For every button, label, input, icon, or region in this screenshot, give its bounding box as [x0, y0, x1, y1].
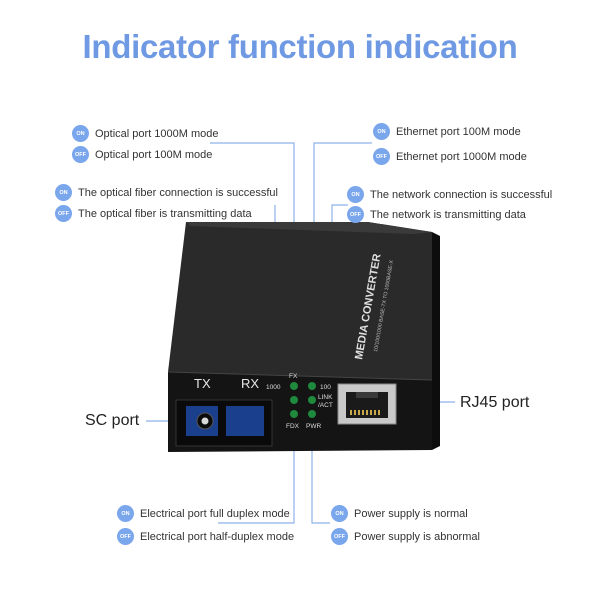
- off-badge-icon: OFF: [373, 148, 390, 165]
- on-badge-icon: ON: [72, 125, 89, 142]
- line-fdx: [218, 418, 295, 524]
- led-label-100: 100: [320, 384, 331, 391]
- rj45-port-label: RJ45 port: [460, 394, 530, 411]
- note-text: The optical fiber is transmitting data: [78, 207, 252, 220]
- note-text: The network is transmitting data: [370, 208, 526, 221]
- sc-port-label: SC port: [85, 412, 140, 429]
- note-speed-on: ON Ethernet port 100M mode: [373, 123, 521, 140]
- note-text: Power supply is abnormal: [354, 530, 480, 543]
- led-label-fdx: FDX: [286, 423, 300, 430]
- rx-label: RX: [241, 376, 259, 391]
- led-label-act: /ACT: [318, 402, 333, 409]
- note-fdx-on: ON Electrical port full duplex mode: [117, 505, 290, 522]
- note-fiber-on: ON The optical fiber connection is succe…: [55, 184, 278, 201]
- device-side: [432, 232, 440, 450]
- page-title: Indicator function indication: [82, 28, 518, 65]
- off-badge-icon: OFF: [55, 205, 72, 222]
- note-link-on: ON The network connection is successful: [347, 186, 552, 203]
- off-badge-icon: OFF: [347, 206, 364, 223]
- off-badge-icon: OFF: [331, 528, 348, 545]
- note-fiber-off: OFF The optical fiber is transmitting da…: [55, 205, 252, 222]
- led-fiber: [290, 396, 298, 404]
- on-badge-icon: ON: [117, 505, 134, 522]
- note-fx-off: OFF Optical port 100M mode: [72, 146, 212, 163]
- led-label-link: LINK: [318, 394, 333, 401]
- note-pwr-off: OFF Power supply is abnormal: [331, 528, 480, 545]
- note-fdx-off: OFF Electrical port half-duplex mode: [117, 528, 294, 545]
- note-text: The optical fiber connection is successf…: [78, 186, 278, 199]
- led-group: [290, 382, 316, 418]
- note-text: Optical port 100M mode: [95, 148, 213, 161]
- on-badge-icon: ON: [347, 186, 364, 203]
- led-label-pwr: PWR: [306, 423, 321, 430]
- note-text: Optical port 1000M mode: [95, 127, 219, 140]
- off-badge-icon: OFF: [117, 528, 134, 545]
- note-text: Electrical port full duplex mode: [140, 507, 290, 520]
- led-label-1000: 1000: [266, 384, 281, 391]
- off-badge-icon: OFF: [72, 146, 89, 163]
- device-top: [168, 222, 432, 380]
- on-badge-icon: ON: [373, 123, 390, 140]
- note-text: The network connection is successful: [370, 188, 553, 201]
- led-100: [308, 382, 316, 390]
- on-badge-icon: ON: [55, 184, 72, 201]
- note-fx-on: ON Optical port 1000M mode: [72, 125, 219, 142]
- note-speed-off: OFF Ethernet port 1000M mode: [373, 148, 527, 165]
- led-fdx: [290, 410, 298, 418]
- led-label-fx: FX: [289, 373, 298, 380]
- on-badge-icon: ON: [331, 505, 348, 522]
- line-pwr: [311, 418, 330, 524]
- led-pwr: [308, 410, 316, 418]
- note-text: Ethernet port 100M mode: [396, 125, 521, 138]
- note-text: Electrical port half-duplex mode: [140, 530, 295, 543]
- led-link: [308, 396, 316, 404]
- note-text: Ethernet port 1000M mode: [396, 150, 527, 163]
- note-link-off: OFF The network is transmitting data: [347, 206, 526, 223]
- note-pwr-on: ON Power supply is normal: [331, 505, 468, 522]
- note-text: Power supply is normal: [354, 507, 468, 520]
- led-fx: [290, 382, 298, 390]
- tx-label: TX: [194, 376, 211, 391]
